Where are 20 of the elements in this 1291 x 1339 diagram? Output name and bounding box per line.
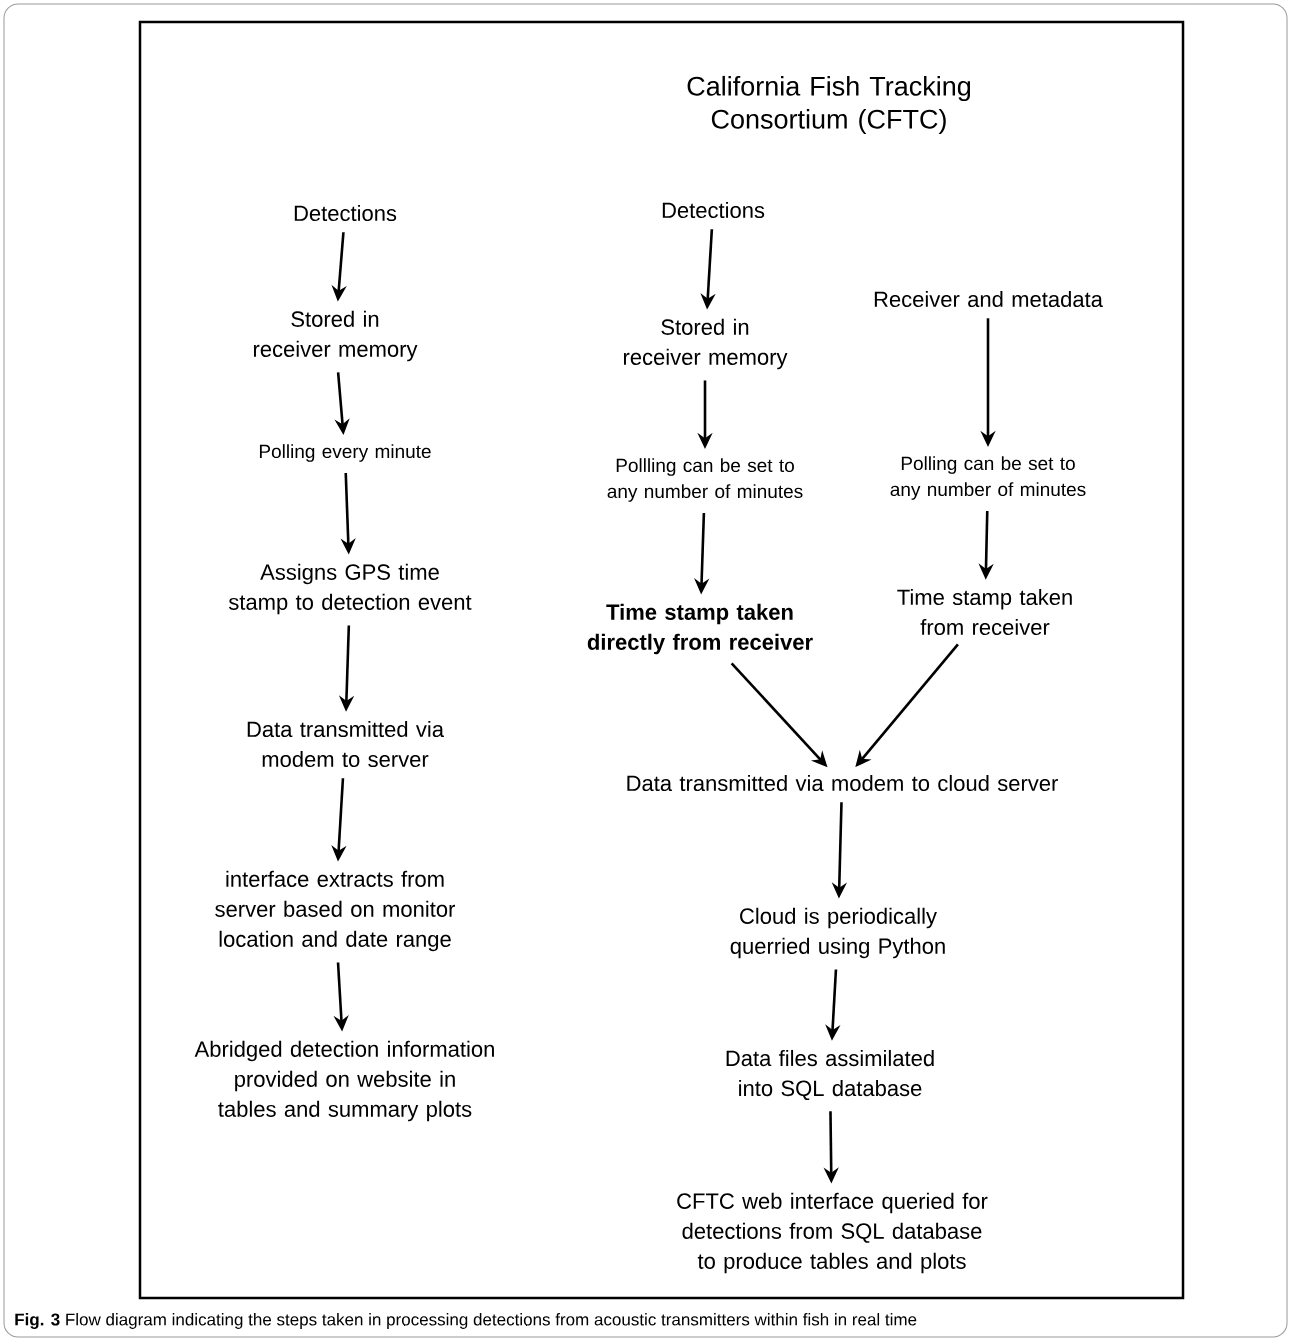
step-text: Pollling can be set to any number of minutes [607,458,803,502]
step-text: Detections [294,204,397,222]
step-text: Abridged detection information provided on website in tables and summary plots [194,1040,494,1122]
step-text: Detections [662,201,765,219]
step-text: Data transmitted via modem to server [247,720,444,768]
step-text: Polling can be set to any number of minutes [890,456,1086,500]
step-text: Polling every minute [259,444,431,462]
step-text: Data transmitted via modem to cloud server [627,774,1058,792]
step-text: Cloud is periodically querried using Python [730,907,945,959]
step-text: Stored in receiver memory [623,318,788,370]
column-heading: California Fish Tracking Consortium (CFTC) [687,75,971,135]
step-text: Time stamp taken directly from receiver [587,603,813,655]
step-text: Stored in receiver memory [253,310,418,362]
step-text: Receiver and metadata [874,290,1103,308]
step-text: CFTC web interface queried for detections from SQL database to produce tables and plots [677,1192,988,1274]
step-text: Assigns GPS time stamp to detection event [228,563,472,615]
step-text: Time stamp taken from receiver [897,588,1072,636]
step-text: interface extracts from server based on monitor location and date range [215,870,456,952]
figure-caption: Fig. 3 Flow diagram indicating the steps taken in processing detections from acoustic transmitters within fish in real time [15,1313,917,1329]
step-text: Data files assimilated into SQL database [726,1049,934,1101]
